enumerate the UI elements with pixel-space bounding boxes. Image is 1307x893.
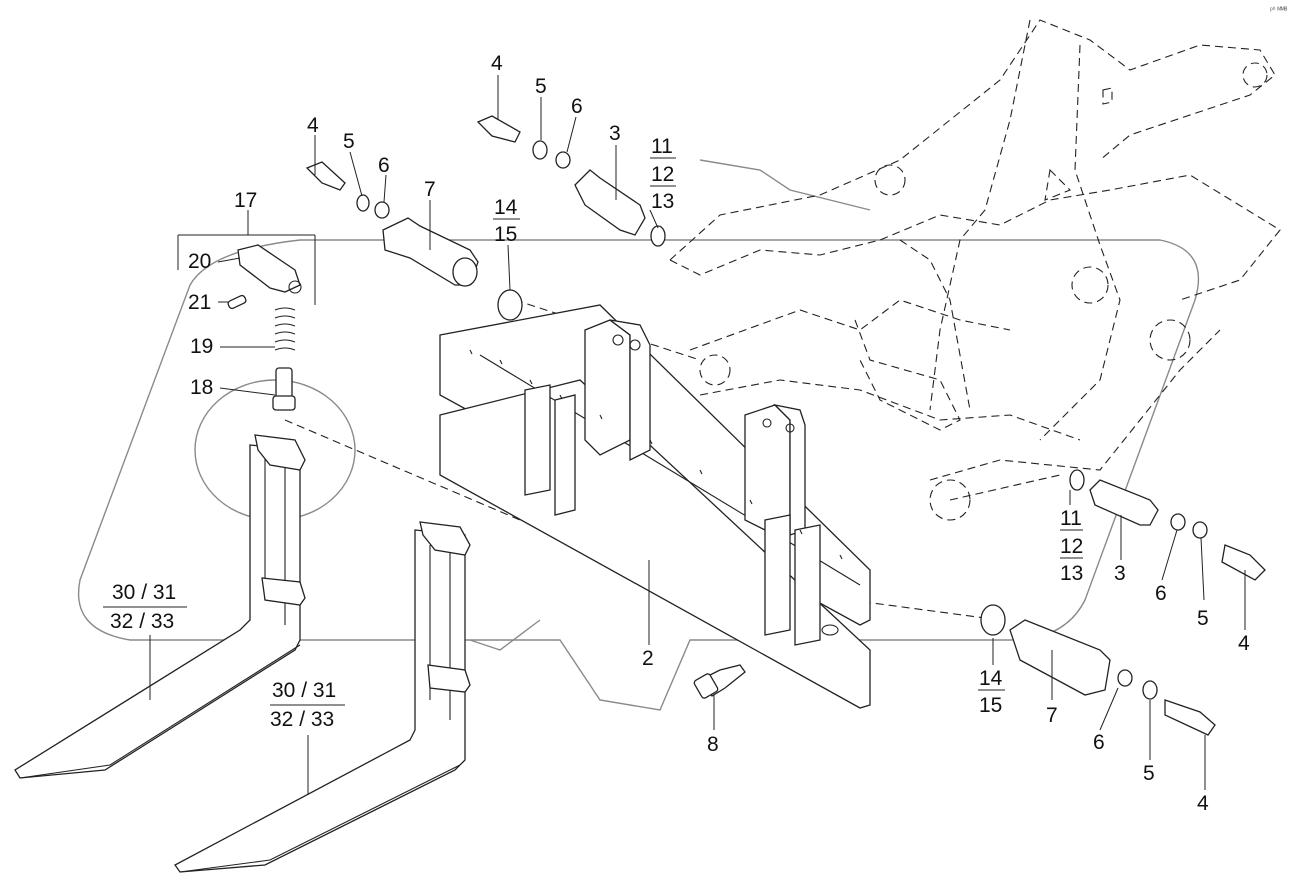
callout-3-right: 3 [1114,562,1126,585]
pin-group-right-bottom [980,604,1216,736]
callout-5-right-mid: 5 [1197,607,1209,630]
callout-17: 17 [234,189,257,212]
fork-right-label-1: 30 / 31 [272,679,336,702]
callout-6-right-bottom: 6 [1093,731,1105,754]
fork-right-label-2: 32 / 33 [270,708,334,731]
callout-5-left: 5 [343,130,355,153]
fraction-13-top: 13 [651,190,674,213]
callout-5-top: 5 [535,75,547,98]
fork-latch-assembly [227,244,302,411]
fraction-14-bottom: 14 [979,667,1003,690]
callout-2: 2 [642,647,654,670]
callout-4-left: 4 [307,114,319,137]
fork-left [14,434,306,779]
page-code: ᵖ⁰ ᴹᴹᴮ [1270,6,1288,14]
pin-group-upper-middle [476,115,666,247]
callout-4-top: 4 [491,52,503,75]
fraction-12-top: 12 [651,163,674,186]
callout-21: 21 [188,291,211,314]
fork-left-label-1: 30 / 31 [112,581,176,604]
callout-7-left: 7 [424,178,436,201]
leader-lines [103,75,1246,795]
callout-8: 8 [707,733,719,756]
fork-right [174,521,471,873]
callout-18: 18 [190,376,213,399]
callout-20: 20 [188,250,211,273]
bolt-8 [693,664,746,699]
fraction-11-right: 11 [1060,507,1082,530]
pin-group-upper-left [305,161,523,321]
fraction-15-bottom: 15 [979,694,1002,717]
pin-group-right-mid [1069,469,1266,581]
callout-6-left: 6 [378,154,390,177]
fraction-11-top: 11 [651,135,673,158]
callout-5-right-bottom: 5 [1143,762,1155,785]
loader-frame [669,19,1281,521]
fraction-12-right: 12 [1060,535,1083,558]
callout-6-top: 6 [571,95,583,118]
callout-4-right-mid: 4 [1238,632,1250,655]
fraction-14-top: 14 [494,196,518,219]
callout-4-right-bottom: 4 [1197,792,1209,815]
fraction-13-right: 13 [1060,562,1083,585]
fork-carrier [439,304,871,709]
fork-left-label-2: 32 / 33 [110,610,174,633]
callout-7-right: 7 [1046,704,1058,727]
callout-3-top: 3 [609,122,621,145]
callout-19: 19 [190,335,213,358]
callout-6-right-mid: 6 [1155,582,1167,605]
fraction-15-top: 15 [494,223,517,246]
callout-labels: ᵖ⁰ ᴹᴹᴮ 4 5 6 3 11 12 13 4 5 6 7 14 15 17… [110,6,1288,815]
